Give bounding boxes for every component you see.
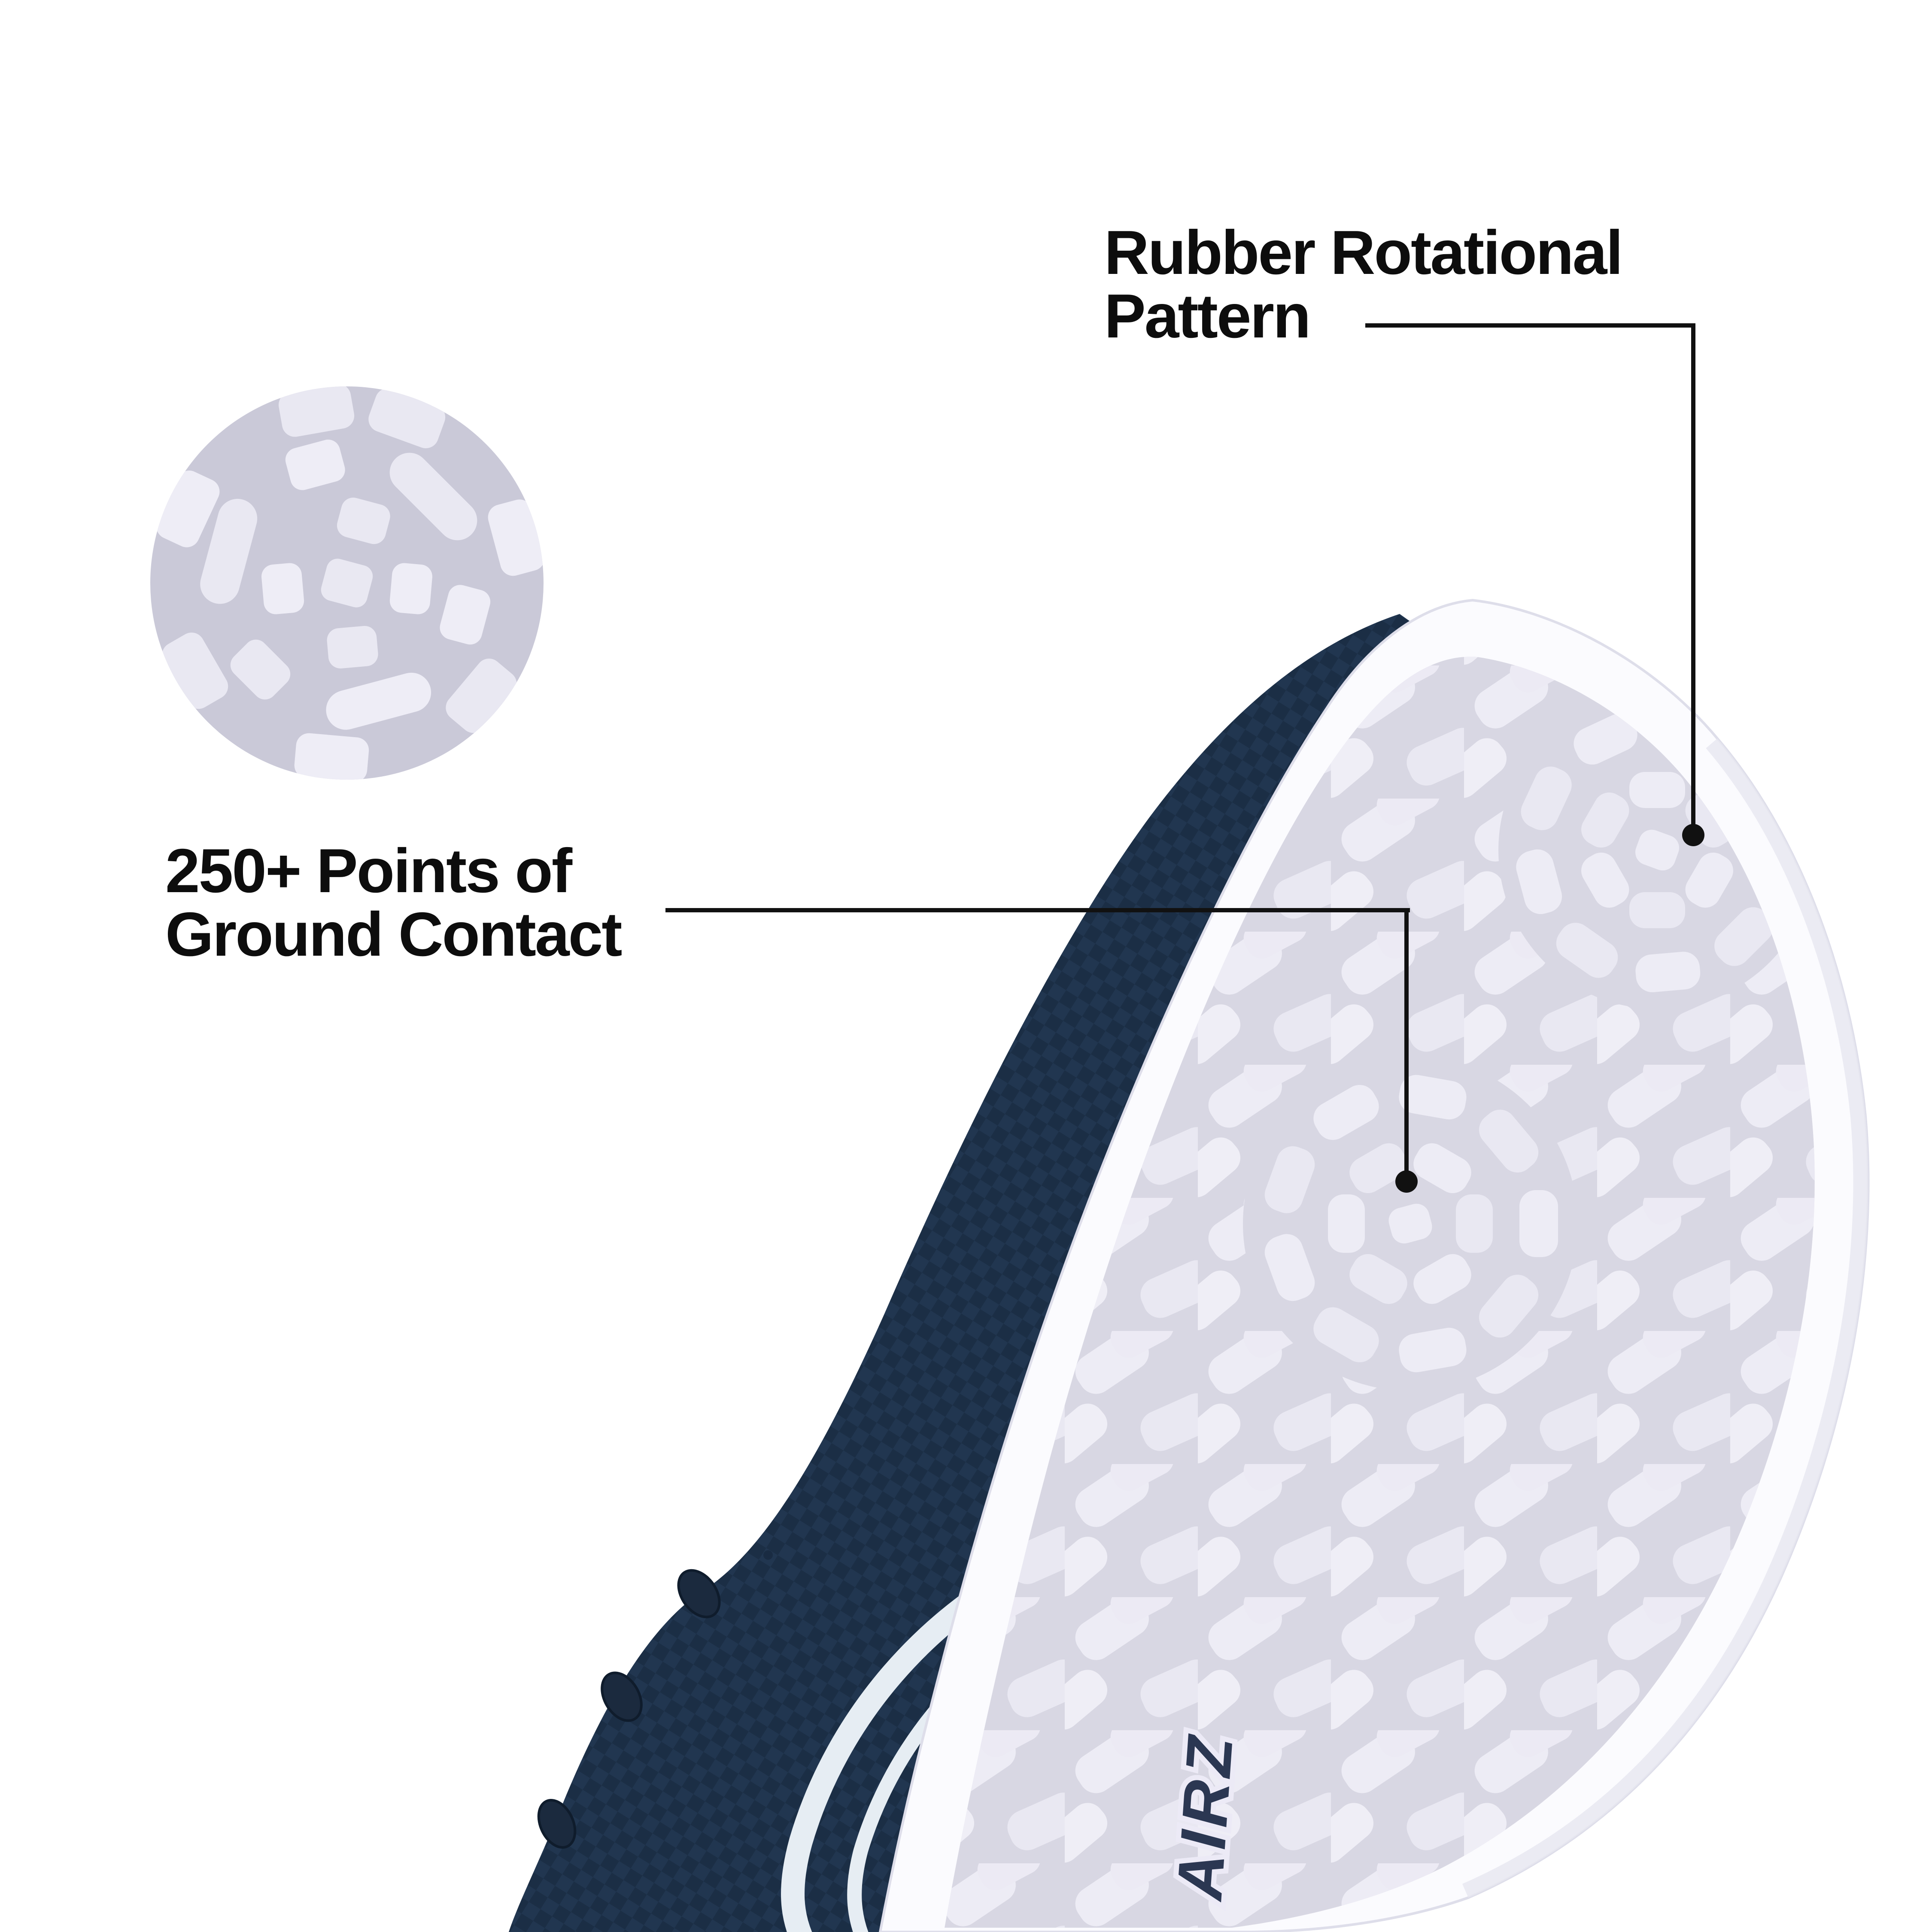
- label-rubber-rotational: Rubber Rotational Pattern: [1104, 218, 1623, 351]
- upper-perforation: [763, 1550, 773, 1560]
- shoe: AIRZ: [509, 598, 1870, 1932]
- annotation-dot-ground: [1395, 1170, 1418, 1193]
- lace-eyelet-3: [537, 1799, 577, 1849]
- leader-line-rotational-vertical: [1691, 323, 1695, 835]
- label-ground-contact-line1: 250+ Points of: [165, 836, 572, 905]
- rotational-swirl-midfoot: [1243, 1056, 1578, 1391]
- tread-detail-inset: [150, 386, 544, 780]
- annotation-dot-rotational: [1682, 824, 1704, 846]
- label-rubber-rotational-line1: Rubber Rotational: [1104, 218, 1623, 287]
- label-ground-contact-line2: Ground Contact: [165, 899, 623, 969]
- sole-edge-shading: [1462, 729, 1868, 1912]
- leader-line-ground-horizontal: [665, 908, 1410, 912]
- upper-perforation: [753, 1512, 763, 1522]
- label-rubber-rotational-line2: Pattern: [1104, 281, 1311, 351]
- leader-line-ground-vertical: [1404, 908, 1409, 1182]
- lace-eyelet-1: [677, 1569, 721, 1619]
- label-ground-contact: 250+ Points of Ground Contact: [165, 836, 623, 969]
- leader-line-rotational-horizontal: [1365, 323, 1695, 328]
- lace-eyelet-2: [601, 1671, 643, 1722]
- sole-logo: AIRZ: [1157, 1725, 1252, 1909]
- leader-lines: [665, 323, 1704, 1193]
- sole-logo-text: AIRZ: [1163, 1730, 1246, 1904]
